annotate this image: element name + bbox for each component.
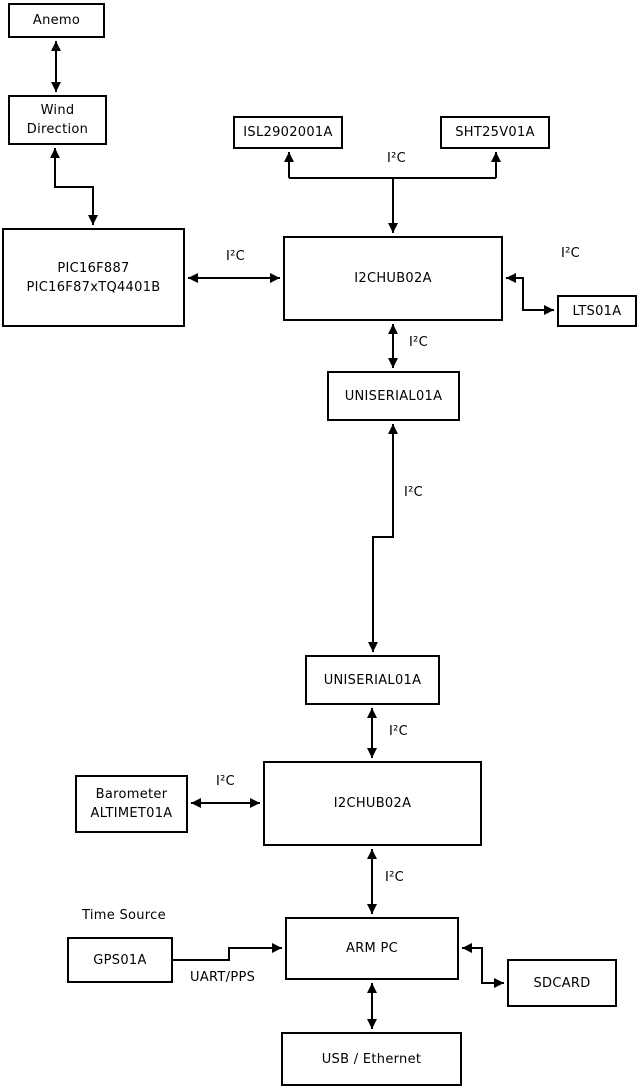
label-i2c-baro-hub2: I²C: [216, 774, 236, 789]
node-anemo-label: Anemo: [32, 13, 81, 28]
label-i2c-bus-top: I²C: [387, 151, 407, 166]
node-sht25v01a: SHT25V01A: [440, 116, 550, 149]
node-uniserial01a-bottom: UNISERIAL01A: [305, 655, 440, 705]
label-i2c-pic-hub1: I²C: [226, 249, 246, 264]
edge-arm-sdcard: [462, 943, 504, 988]
node-arm-pc-label: ARM PC: [346, 941, 398, 956]
node-usb-ethernet: USB / Ethernet: [281, 1032, 462, 1086]
edge-gps-arm: [173, 943, 282, 961]
node-arm-pc: ARM PC: [285, 917, 459, 980]
node-uniserial01a-top: UNISERIAL01A: [327, 371, 460, 421]
node-pic16f887: PIC16F887 PIC16F87xTQ4401B: [2, 228, 185, 327]
edge-wind-pic: [50, 148, 98, 225]
node-wind-direction: Wind Direction: [8, 95, 107, 145]
node-i2chub02a-bottom: I2CHUB02A: [263, 761, 482, 846]
node-barometer-label-line1: Barometer: [95, 787, 168, 802]
label-i2c-uni1-uni2: I²C: [404, 485, 424, 500]
node-lts01a: LTS01A: [557, 295, 637, 327]
node-pic16f887-label-line2: PIC16F87xTQ4401B: [26, 279, 161, 295]
label-uart-pps: UART/PPS: [190, 970, 256, 985]
node-pic16f887-label-line1: PIC16F887: [57, 260, 130, 276]
label-i2c-uni2-hub2: I²C: [389, 724, 409, 739]
node-sdcard: SDCARD: [507, 959, 617, 1007]
node-i2chub02a-top: I2CHUB02A: [283, 236, 503, 321]
node-sdcard-label: SDCARD: [533, 975, 591, 991]
node-anemo: Anemo: [8, 3, 105, 38]
node-lts01a-label: LTS01A: [572, 303, 622, 319]
node-usb-ethernet-label: USB / Ethernet: [321, 1051, 422, 1067]
label-i2c-hub1-lts: I²C: [561, 246, 581, 261]
node-barometer-label-line2: ALTIMET01A: [90, 806, 173, 821]
edge-hub1-lts: [506, 273, 554, 315]
node-i2chub02a-top-label: I2CHUB02A: [354, 271, 432, 286]
node-uniserial01a-top-label: UNISERIAL01A: [344, 388, 443, 404]
node-sht25v01a-label: SHT25V01A: [455, 125, 535, 140]
node-gps01a-label: GPS01A: [93, 952, 147, 968]
node-gps01a: GPS01A: [67, 937, 173, 983]
label-i2c-hub1-uni1: I²C: [409, 335, 429, 350]
node-isl2902001a: ISL2902001A: [233, 116, 343, 149]
label-i2c-hub2-arm: I²C: [385, 870, 405, 885]
node-wind-direction-label-line1: Wind: [40, 103, 75, 118]
node-i2chub02a-bottom-label: I2CHUB02A: [333, 796, 412, 811]
node-barometer: Barometer ALTIMET01A: [75, 775, 188, 833]
label-time-source: Time Source: [82, 908, 166, 923]
node-isl2902001a-label: ISL2902001A: [243, 125, 333, 140]
edge-uni1-uni2: [368, 424, 398, 652]
node-wind-direction-label-line2: Direction: [26, 122, 89, 137]
node-uniserial01a-bottom-label: UNISERIAL01A: [323, 672, 422, 688]
